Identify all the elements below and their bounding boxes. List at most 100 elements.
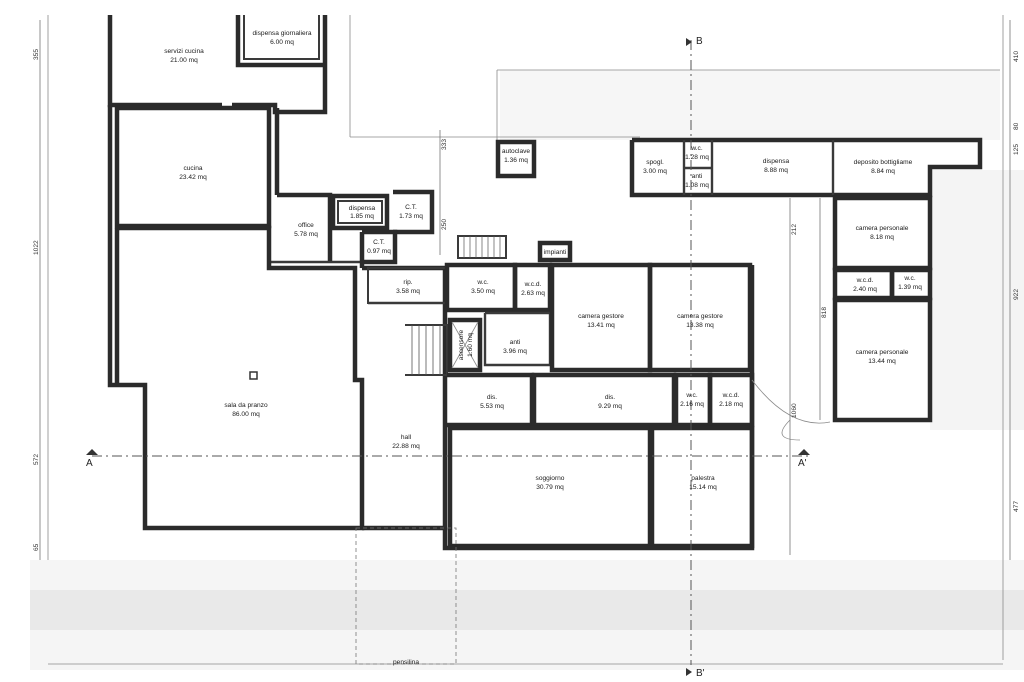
room-area: 1.85 mq — [350, 213, 374, 220]
room-area: 13.41 mq — [587, 322, 615, 329]
stair-top-treads — [463, 236, 501, 258]
wall-dispensa-small-inner — [337, 200, 383, 224]
room-name: w.c. — [476, 279, 489, 286]
section-marker-b-bottom: B' — [686, 668, 705, 679]
room-ascensore: ascensore 1.60 mq — [458, 329, 474, 360]
scan-shading-dark — [30, 590, 1024, 630]
room-area: 86.00 mq — [232, 411, 260, 418]
dim-left-1022: 1022 — [33, 240, 40, 255]
room-area: 2.18 mq — [719, 401, 743, 408]
room-area: 3.50 mq — [471, 288, 495, 295]
dimension-lines — [39, 20, 1011, 560]
room-name: dispensa — [349, 205, 376, 212]
dim-mid-1060: 1060 — [791, 403, 798, 418]
room-name: soggiorno — [536, 475, 565, 482]
room-area: 2.40 mq — [853, 286, 877, 293]
room-area: 1.73 mq — [399, 213, 423, 220]
room-wcd-mid: w.c.d. 2.63 mq — [521, 281, 545, 297]
room-area: 6.00 mq — [270, 39, 294, 46]
section-label-a-right: A' — [798, 458, 807, 469]
wall-wcd-bottom — [707, 372, 755, 428]
room-pensilina: pensilina — [393, 659, 419, 666]
wall-right-outer — [442, 265, 755, 551]
room-soggiorno: soggiorno 30.79 mq — [536, 475, 565, 491]
room-name: rip. — [403, 279, 412, 286]
room-name: anti — [692, 173, 703, 180]
room-deposito: deposito bottigliame 8.84 mq — [854, 159, 913, 175]
room-area: 23.42 mq — [179, 174, 207, 181]
room-name: C.T. — [405, 204, 417, 211]
room-area: 1.08 mq — [685, 182, 709, 189]
room-servizi-cucina: servizi cucina 21.00 mq — [164, 48, 204, 64]
room-palestra: palestra 15.14 mq — [689, 475, 717, 491]
room-dispensa-giornaliera: dispensa giornaliera 6.00 mq — [252, 30, 311, 46]
room-name: deposito bottigliame — [854, 159, 913, 166]
room-office: office 5.78 mq — [294, 222, 318, 238]
room-name: w.c.d. — [722, 392, 740, 399]
wall-wcd-right — [832, 267, 895, 301]
wall-autoclave — [495, 139, 537, 179]
sala-column — [249, 371, 258, 380]
room-area: 2.63 mq — [521, 290, 545, 297]
room-area: 13.44 mq — [868, 358, 896, 365]
wall-camera-personale-1 — [832, 195, 933, 271]
wall-impianti — [537, 240, 573, 263]
wall-dispensa-small — [330, 193, 390, 231]
room-name: impianti — [544, 249, 567, 256]
wall-dispensa-giornaliera — [235, 15, 325, 68]
site-curve-1 — [751, 379, 831, 424]
room-name: dis. — [487, 394, 497, 401]
room-name: palestra — [691, 475, 715, 482]
room-camera-personale-2: camera personale 13.44 mq — [856, 349, 909, 365]
room-impianti: impianti — [544, 249, 567, 256]
wall-sala — [117, 225, 365, 531]
room-name: office — [298, 222, 314, 229]
room-wcd-bottom: w.c.d. 2.18 mq — [719, 392, 743, 408]
room-area: 8.18 mq — [870, 234, 894, 241]
room-name: dis. — [605, 394, 615, 401]
wall-service-wing — [629, 137, 983, 198]
room-ct-1: C.T. 1.73 mq — [399, 204, 423, 220]
scan-shading — [30, 560, 1024, 670]
dim-right-477: 477 — [1013, 501, 1020, 512]
wall-dispensa-giornaliera-inner — [243, 15, 320, 60]
room-area: 5.53 mq — [480, 403, 504, 410]
room-area: 3.96 mq — [503, 348, 527, 355]
room-area: 9.29 mq — [598, 403, 622, 410]
room-camera-gestore-2: camera gestore 13.38 mq — [677, 313, 723, 329]
section-marker-a-left: A — [86, 449, 98, 469]
room-camera-gestore-1: camera gestore 13.41 mq — [578, 313, 624, 329]
room-wc-bottom: w.c. 2.16 mq — [680, 392, 704, 408]
room-area: 1.28 mq — [685, 154, 709, 161]
room-area: 15.14 mq — [689, 484, 717, 491]
room-wc-top: w.c. 1.28 mq — [685, 145, 709, 161]
room-wc-mid: w.c. 3.50 mq — [471, 279, 495, 295]
room-name: servizi cucina — [164, 48, 204, 55]
room-ct-2: C.T. 0.97 mq — [367, 239, 391, 255]
room-name: w.c.d. — [856, 277, 874, 284]
section-label-b-top: B — [696, 36, 703, 47]
section-label-b-bottom: B' — [696, 668, 705, 679]
wall-office — [277, 192, 333, 262]
stair-treads — [411, 325, 441, 375]
wall-servizi — [107, 15, 222, 108]
room-name: autoclave — [502, 148, 531, 155]
section-marker-a-right: A' — [798, 449, 810, 469]
dim-right-410: 410 — [1013, 51, 1020, 62]
room-dispensa-small: dispensa 1.85 mq — [349, 205, 376, 220]
dim-right-125: 125 — [1013, 144, 1020, 155]
room-area: 1.39 mq — [898, 284, 922, 291]
room-name: sala da pranzo — [224, 402, 268, 409]
room-wcd-right: w.c.d. 2.40 mq — [853, 277, 877, 293]
room-dis-1: dis. 5.53 mq — [480, 394, 504, 410]
room-name: C.T. — [373, 239, 385, 246]
dim-mid-212: 212 — [791, 224, 798, 235]
room-autoclave: autoclave 1.36 mq — [502, 148, 531, 164]
room-area: 8.84 mq — [871, 168, 895, 175]
dim-left-355: 355 — [33, 49, 40, 60]
room-area: 30.79 mq — [536, 484, 564, 491]
wall-ascensore — [447, 317, 483, 373]
room-wc-right: w.c. 1.39 mq — [898, 275, 922, 291]
wall-ct-2 — [362, 229, 398, 265]
